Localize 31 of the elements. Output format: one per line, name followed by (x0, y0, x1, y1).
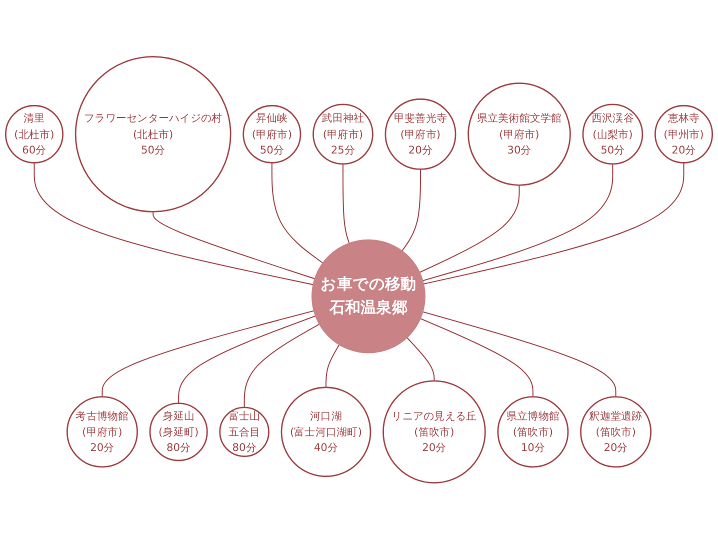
connector (178, 316, 316, 404)
node-circle: 清里 (北杜市) 60分 (4, 105, 64, 164)
connector (401, 169, 422, 252)
node-circle: 恵林寺 (甲州市) 20分 (654, 105, 714, 164)
node-circle: 県立博物館 (笛吹市) 10分 (497, 396, 569, 468)
node-circle: 西沢渓谷 (山梨市) 50分 (582, 104, 644, 165)
connector (423, 163, 684, 285)
node-circle: 釈迦堂遺跡 (笛吹市) 20分 (580, 396, 652, 468)
connector (271, 163, 324, 264)
node-circle: 富士山 五合目 80分 (219, 406, 270, 458)
connector (422, 311, 616, 398)
connector (34, 163, 314, 286)
connector (342, 164, 350, 244)
connector (102, 310, 314, 398)
node-circle: 武田神社 (甲府市) 25分 (312, 104, 374, 165)
connector (406, 337, 435, 382)
node-circle: 県立美術館文学館 (甲府市) 30分 (468, 82, 571, 186)
connector (325, 344, 340, 388)
node-circle: 身延山 (身延町) 80分 (149, 402, 208, 462)
connector (244, 324, 320, 408)
node-circle: 河口湖 (富士河口湖町) 40分 (280, 386, 372, 478)
connector (420, 318, 534, 398)
connector (419, 185, 520, 274)
connector (422, 164, 614, 282)
node-circle: 甲斐善光寺 (甲府市) 20分 (384, 98, 456, 170)
node-circle: フラワーセンターハイジの村 (北杜市) 50分 (74, 56, 232, 213)
node-circle: リニアの見える丘 (笛吹市) 20分 (382, 380, 486, 484)
node-circle: 考古博物館 (甲府市) 20分 (66, 396, 138, 468)
connector (152, 212, 316, 280)
node-circle: お車での移動 石和温泉郷 (311, 240, 426, 354)
node-circle: 昇仙峡 (甲府市) 50分 (242, 105, 302, 164)
